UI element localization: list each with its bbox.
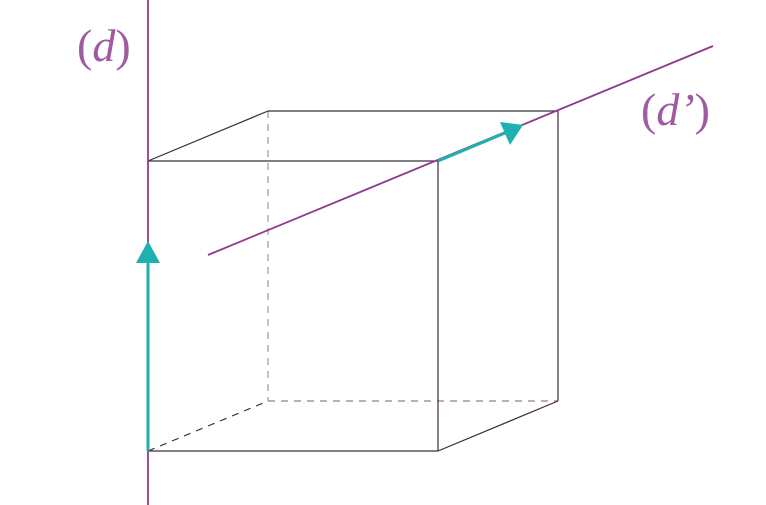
cube-visible-edges — [147, 110, 559, 452]
cube-edge-bottom-right — [437, 400, 559, 452]
vector-d-prime-shaft — [437, 131, 506, 163]
cube-hidden-edges — [147, 111, 558, 452]
label-line-d-close: ) — [115, 20, 130, 71]
vector-d-prime-arrowhead — [500, 122, 523, 145]
label-line-d-prime-open: ( — [641, 84, 656, 135]
label-line-d-prime-close: ) — [695, 84, 710, 135]
vector-on-line-d-prime — [437, 122, 523, 163]
label-line-d-name: d — [92, 20, 116, 71]
label-line-d: (d) — [77, 20, 131, 71]
cube-edge-top-left — [147, 110, 269, 162]
hidden-edge-left-bottom — [147, 400, 269, 452]
label-line-d-prime-name: d’ — [656, 84, 694, 135]
vector-d-arrowhead — [136, 241, 160, 263]
label-line-d-prime: (d’) — [641, 84, 710, 135]
vector-on-line-d — [136, 241, 160, 451]
label-line-d-open: ( — [77, 20, 92, 71]
